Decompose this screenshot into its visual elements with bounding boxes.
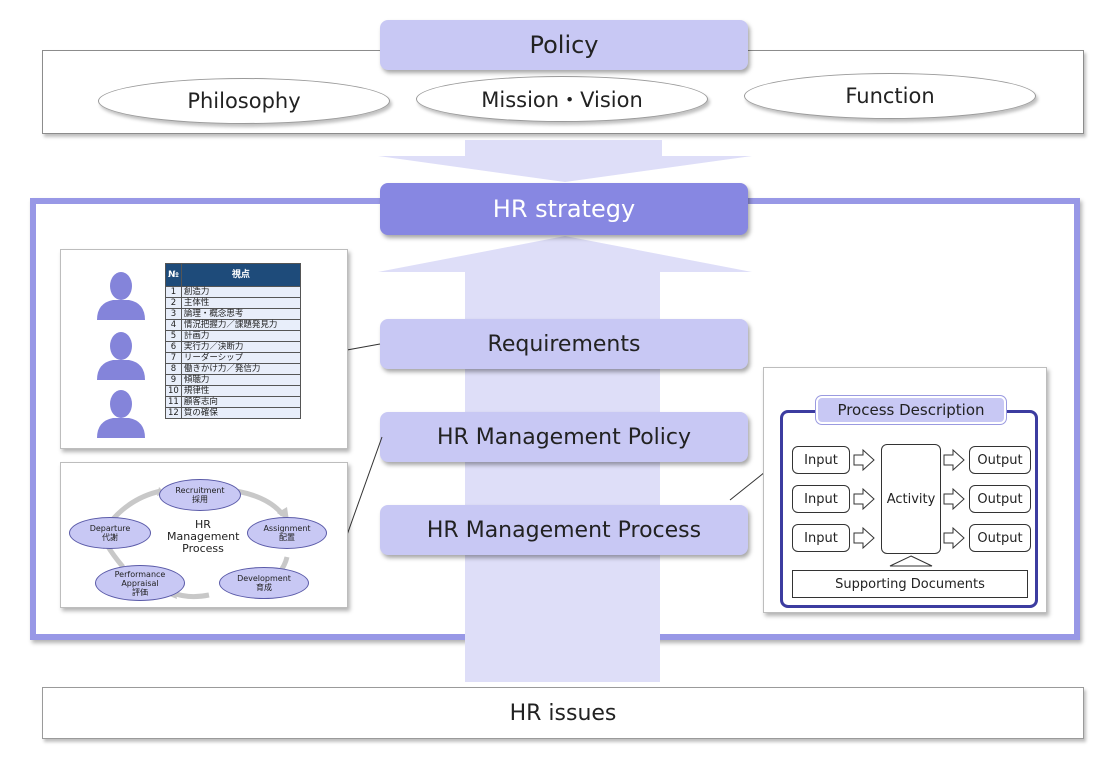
input-box: Input xyxy=(792,485,850,513)
output-box: Output xyxy=(969,446,1031,474)
criteria-header-no: № xyxy=(165,263,182,287)
policy-down-arrow xyxy=(378,140,752,182)
person-icon xyxy=(97,390,145,438)
arrow-right-icon xyxy=(943,526,965,550)
stage-departure: Departure 代謝 xyxy=(69,517,151,549)
stage-performance-appraisal: Performance Appraisal 評価 xyxy=(95,565,185,601)
stage-assignment: Assignment 配置 xyxy=(247,517,327,549)
person-icon xyxy=(97,332,145,380)
input-box: Input xyxy=(792,446,850,474)
activity-box: Activity xyxy=(881,444,941,554)
arrow-right-icon xyxy=(943,487,965,511)
arrow-right-icon xyxy=(853,448,875,472)
function-oval: Function xyxy=(744,73,1036,119)
requirements-box: Requirements xyxy=(380,319,748,369)
process-cycle-panel: Recruitment 採用 Assignment 配置 Development… xyxy=(60,462,348,608)
arrow-right-icon xyxy=(943,448,965,472)
philosophy-oval: Philosophy xyxy=(98,78,390,124)
policy-connector xyxy=(346,436,383,536)
criteria-header-label: 視点 xyxy=(180,263,301,287)
person-icon xyxy=(97,272,145,320)
process-description-panel: Process Description Input Input Input Ac… xyxy=(763,367,1047,613)
policy-title: Policy xyxy=(380,20,748,70)
output-box: Output xyxy=(969,524,1031,552)
supporting-documents-box: Supporting Documents xyxy=(792,570,1028,598)
arrow-right-icon xyxy=(853,487,875,511)
stage-development: Development 育成 xyxy=(219,567,309,599)
input-box: Input xyxy=(792,524,850,552)
hr-management-process-box: HR Management Process xyxy=(380,505,748,555)
requirements-connector xyxy=(346,343,381,351)
cycle-center-label: HR Management Process xyxy=(167,518,240,555)
person-icons xyxy=(97,272,145,438)
hr-issues-box: HR issues xyxy=(42,687,1084,739)
process-description-title: Process Description xyxy=(816,396,1006,424)
process-arrows xyxy=(853,448,965,567)
output-box: Output xyxy=(969,485,1031,513)
arrow-up-icon xyxy=(889,555,933,567)
arrow-right-icon xyxy=(853,526,875,550)
process-connector xyxy=(729,471,766,501)
hr-management-policy-box: HR Management Policy xyxy=(380,412,748,462)
stage-recruitment: Recruitment 採用 xyxy=(159,479,241,511)
mission-vision-oval: Mission・Vision xyxy=(416,76,708,122)
hr-strategy-title: HR strategy xyxy=(380,183,748,235)
